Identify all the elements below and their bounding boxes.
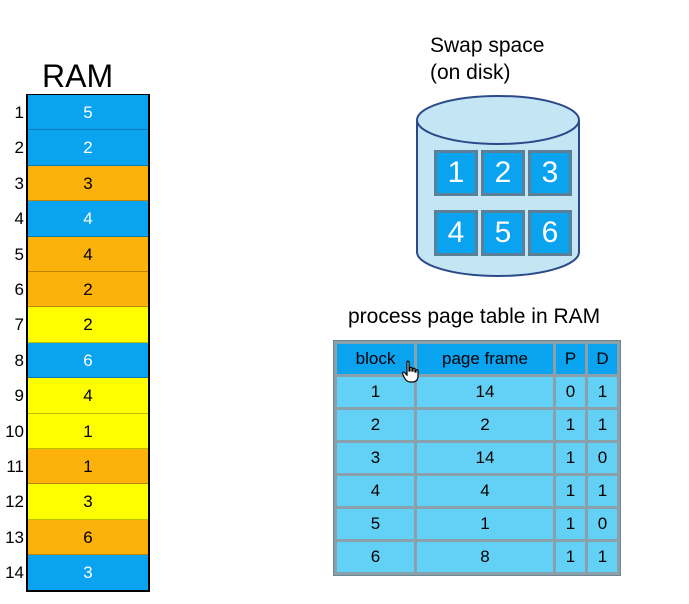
ram-row-number: 1 <box>14 103 24 122</box>
page-table-header-row: block page frame P D <box>337 344 617 374</box>
ram-row-number: 10 <box>5 421 24 441</box>
swap-title-line1: Swap space <box>430 34 545 57</box>
ram-cell: 5 <box>28 95 148 131</box>
ram-row-number: 6 <box>14 280 24 299</box>
cell-block: 1 <box>337 377 414 407</box>
cell-present: 1 <box>556 542 585 572</box>
ram-cell: 4 <box>28 201 148 237</box>
header-dirty[interactable]: D <box>588 344 617 374</box>
swap-block: 4 <box>434 210 478 256</box>
cell-block: 6 <box>337 542 414 572</box>
swap-title-line2: (on disk) <box>430 61 511 84</box>
ram-row-number: 3 <box>14 173 24 193</box>
hand-cursor-icon <box>401 360 419 383</box>
cell-page-frame: 1 <box>417 509 553 539</box>
cell-page-frame: 8 <box>417 542 553 572</box>
cell-present: 1 <box>556 509 585 539</box>
header-block[interactable]: block <box>337 344 414 374</box>
ram-row-number: 8 <box>14 350 24 370</box>
ram-row-number: 13 <box>5 527 24 547</box>
header-page-frame[interactable]: page frame <box>417 344 553 374</box>
cell-block: 5 <box>337 509 414 539</box>
cell-block: 4 <box>337 476 414 506</box>
cell-dirty: 1 <box>588 476 617 506</box>
cell-dirty: 0 <box>588 509 617 539</box>
cell-dirty: 1 <box>588 542 617 572</box>
cell-page-frame: 2 <box>417 410 553 440</box>
cell-dirty: 0 <box>588 443 617 473</box>
ram-row-number: 9 <box>14 386 24 406</box>
ram-cell: 2 <box>28 307 148 343</box>
ram-row-number: 4 <box>14 209 24 229</box>
ram-title: RAM <box>42 58 114 94</box>
cell-present: 0 <box>556 377 585 407</box>
ram-cell: 2 <box>28 130 148 166</box>
cell-dirty: 1 <box>588 377 617 407</box>
ram-cell: 6 <box>28 519 148 556</box>
ram-cell: 3 <box>28 165 148 202</box>
cell-present: 1 <box>556 410 585 440</box>
swap-block: 2 <box>481 150 525 196</box>
ram-cell: 3 <box>28 484 148 520</box>
ram-row-number: 11 <box>6 457 24 476</box>
header-present[interactable]: P <box>556 344 585 374</box>
ram-row-number: 5 <box>14 244 24 264</box>
cell-present: 1 <box>556 443 585 473</box>
ram-cell: 1 <box>28 413 148 449</box>
swap-block: 5 <box>481 210 525 256</box>
ram-cell: 4 <box>28 236 148 272</box>
ram-cell: 6 <box>28 342 148 379</box>
cell-block: 2 <box>337 410 414 440</box>
swap-title: Swap space (on disk) <box>430 32 544 86</box>
swap-block: 1 <box>434 150 478 196</box>
cell-block: 3 <box>337 443 414 473</box>
cell-present: 1 <box>556 476 585 506</box>
ram-row-number: 2 <box>14 138 24 158</box>
ram-cell: 1 <box>28 448 148 485</box>
ram-cell: 2 <box>28 271 148 308</box>
swap-block: 3 <box>528 150 572 196</box>
ram-row-number: 7 <box>14 315 24 335</box>
ram-cell: 4 <box>28 378 148 414</box>
cell-page-frame: 14 <box>417 377 553 407</box>
swap-block: 6 <box>528 210 572 256</box>
cell-page-frame: 14 <box>417 443 553 473</box>
cell-page-frame: 4 <box>417 476 553 506</box>
page-table-title: process page table in RAM <box>348 305 601 328</box>
ram-cell: 3 <box>28 555 148 591</box>
ram-row-number: 14 <box>5 563 24 583</box>
cell-dirty: 1 <box>588 410 617 440</box>
ram-row-number: 12 <box>5 492 24 512</box>
